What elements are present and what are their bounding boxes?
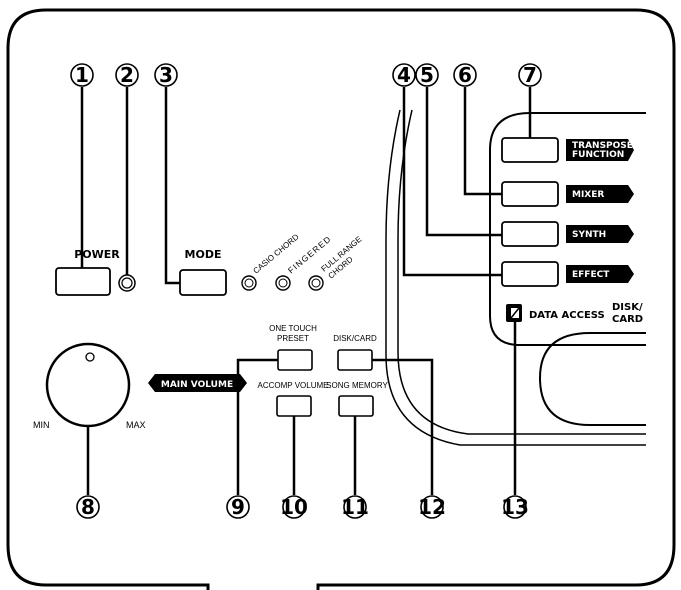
accomp-volume-label: ACCOMP VOLUME (258, 381, 329, 390)
svg-text:10: 10 (280, 495, 308, 519)
power-label: POWER (74, 248, 120, 261)
transpose-function-tag: TRANSPOSE/ FUNCTION (566, 139, 637, 161)
fingered-indicator (275, 275, 291, 291)
callout-2: 2 (115, 63, 139, 87)
svg-text:2: 2 (120, 63, 134, 87)
svg-text:6: 6 (458, 63, 472, 87)
svg-text:12: 12 (418, 495, 446, 519)
preset-label: PRESET (277, 334, 309, 343)
casio-chord-indicator (241, 275, 257, 291)
panel-curve-outer (385, 109, 646, 446)
max-label: MAX (126, 420, 146, 430)
volume-pointer-dot (85, 352, 95, 362)
one-touch-preset-button[interactable] (277, 349, 313, 371)
svg-text:MIXER: MIXER (572, 190, 604, 200)
panel-outline (6, 8, 676, 590)
data-access-icon (506, 304, 522, 322)
svg-text:TRANSPOSE/: TRANSPOSE/ (572, 141, 637, 151)
svg-text:3: 3 (159, 63, 173, 87)
disk-slot-label-2: CARD (612, 314, 643, 325)
mixer-tag: MIXER (566, 185, 634, 203)
callout-9: 9 (226, 495, 250, 519)
svg-text:MAIN VOLUME: MAIN VOLUME (161, 380, 233, 390)
svg-text:1: 1 (75, 63, 89, 87)
callout-8: 8 (76, 495, 100, 519)
leader-lines (80, 87, 532, 495)
power-button[interactable] (55, 267, 111, 296)
mode-button[interactable] (179, 269, 227, 296)
min-label: MIN (33, 420, 50, 430)
callout-3: 3 (154, 63, 178, 87)
svg-text:7: 7 (523, 63, 537, 87)
synth-tag: SYNTH (566, 225, 634, 243)
disk-card-label: DISK/CARD (333, 334, 377, 343)
callout-13: 13 (501, 495, 529, 519)
callout-6: 6 (453, 63, 477, 87)
synth-button[interactable] (501, 221, 559, 247)
disk-slot-label-1: DISK/ (612, 302, 643, 313)
callout-1: 1 (70, 63, 94, 87)
mixer-button[interactable] (501, 181, 559, 207)
song-memory-button[interactable] (338, 395, 374, 417)
main-volume-tag: MAIN VOLUME (148, 374, 247, 392)
callout-11: 11 (341, 495, 369, 519)
effect-tag: EFFECT (566, 265, 634, 283)
full-range-chord-indicator (308, 275, 324, 291)
svg-text:SYNTH: SYNTH (572, 230, 606, 240)
disk-drive-slot (538, 332, 646, 426)
main-volume-knob[interactable] (45, 342, 131, 428)
callout-12: 12 (418, 495, 446, 519)
svg-text:13: 13 (501, 495, 529, 519)
callout-5: 5 (415, 63, 439, 87)
svg-text:8: 8 (81, 495, 95, 519)
song-memory-label: SONG MEMORY (326, 381, 388, 390)
accomp-volume-button[interactable] (276, 395, 312, 417)
callout-4: 4 (392, 63, 416, 87)
svg-text:EFFECT: EFFECT (572, 270, 610, 280)
data-access-label: DATA ACCESS (529, 310, 605, 321)
disk-card-button[interactable] (337, 349, 373, 371)
transpose-function-button[interactable] (501, 137, 559, 163)
callout-7: 7 (518, 63, 542, 87)
svg-text:4: 4 (397, 63, 411, 87)
svg-text:FUNCTION: FUNCTION (572, 150, 624, 160)
svg-text:9: 9 (231, 495, 245, 519)
svg-text:5: 5 (420, 63, 434, 87)
effect-button[interactable] (501, 261, 559, 287)
display-section-outline (489, 112, 646, 346)
svg-text:11: 11 (341, 495, 369, 519)
power-indicator (118, 274, 136, 292)
mode-label: MODE (185, 248, 222, 261)
one-touch-label: ONE TOUCH (269, 324, 317, 333)
callout-10: 10 (280, 495, 308, 519)
